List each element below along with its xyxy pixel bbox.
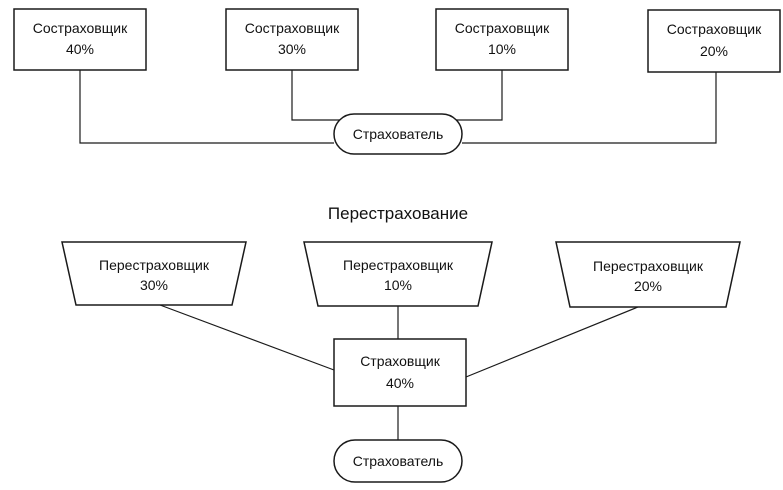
reinsurance-insured: Страхователь <box>333 439 463 483</box>
coinsurer-share: 20% <box>700 43 728 59</box>
insured-label: Страхователь <box>353 126 444 142</box>
coinsurer-box: Состраховщик 20% <box>647 9 781 73</box>
reinsurer-box: Перестраховщик 10% <box>303 241 493 307</box>
coinsurer-box: Состраховщик 40% <box>13 8 147 71</box>
connector-coinsurer-1 <box>79 70 334 144</box>
coinsurer-name: Состраховщик <box>33 20 128 36</box>
insurer-share: 40% <box>386 375 414 391</box>
reinsurer-share: 20% <box>634 278 662 294</box>
insured-label: Страхователь <box>353 453 444 469</box>
insurer-name: Страховщик <box>360 353 441 369</box>
reinsurance-connectors <box>159 304 639 440</box>
coinsurer-box: Состраховщик 30% <box>225 8 359 71</box>
reinsurer-name: Перестраховщик <box>343 257 454 273</box>
insurer-box: Страховщик 40% <box>333 338 467 407</box>
coinsurer-share: 10% <box>488 41 516 57</box>
reinsurer-share: 30% <box>140 277 168 293</box>
connector-reinsurer-1 <box>159 304 335 371</box>
reinsurer-box: Перестраховщик 20% <box>555 241 741 308</box>
reinsurer-share: 10% <box>384 277 412 293</box>
connector-coinsurer-3 <box>452 70 503 121</box>
coinsurance-insured: Страхователь <box>333 113 463 155</box>
connector-coinsurer-2 <box>291 70 340 121</box>
coinsurer-name: Состраховщик <box>455 20 550 36</box>
connector-reinsurer-3 <box>465 306 639 378</box>
reinsurer-name: Перестраховщик <box>593 258 704 274</box>
coinsurer-name: Состраховщик <box>245 20 340 36</box>
coinsurer-share: 30% <box>278 41 306 57</box>
reinsurer-name: Перестраховщик <box>99 257 210 273</box>
coinsurance-connectors <box>79 70 717 144</box>
reinsurer-box: Перестраховщик 30% <box>61 241 247 306</box>
coinsurer-share: 40% <box>66 41 94 57</box>
coinsurer-name: Состраховщик <box>667 21 762 37</box>
connector-coinsurer-4 <box>462 72 717 144</box>
reinsurance-title: Перестрахование <box>328 204 468 223</box>
coinsurer-box: Состраховщик 10% <box>435 8 569 71</box>
